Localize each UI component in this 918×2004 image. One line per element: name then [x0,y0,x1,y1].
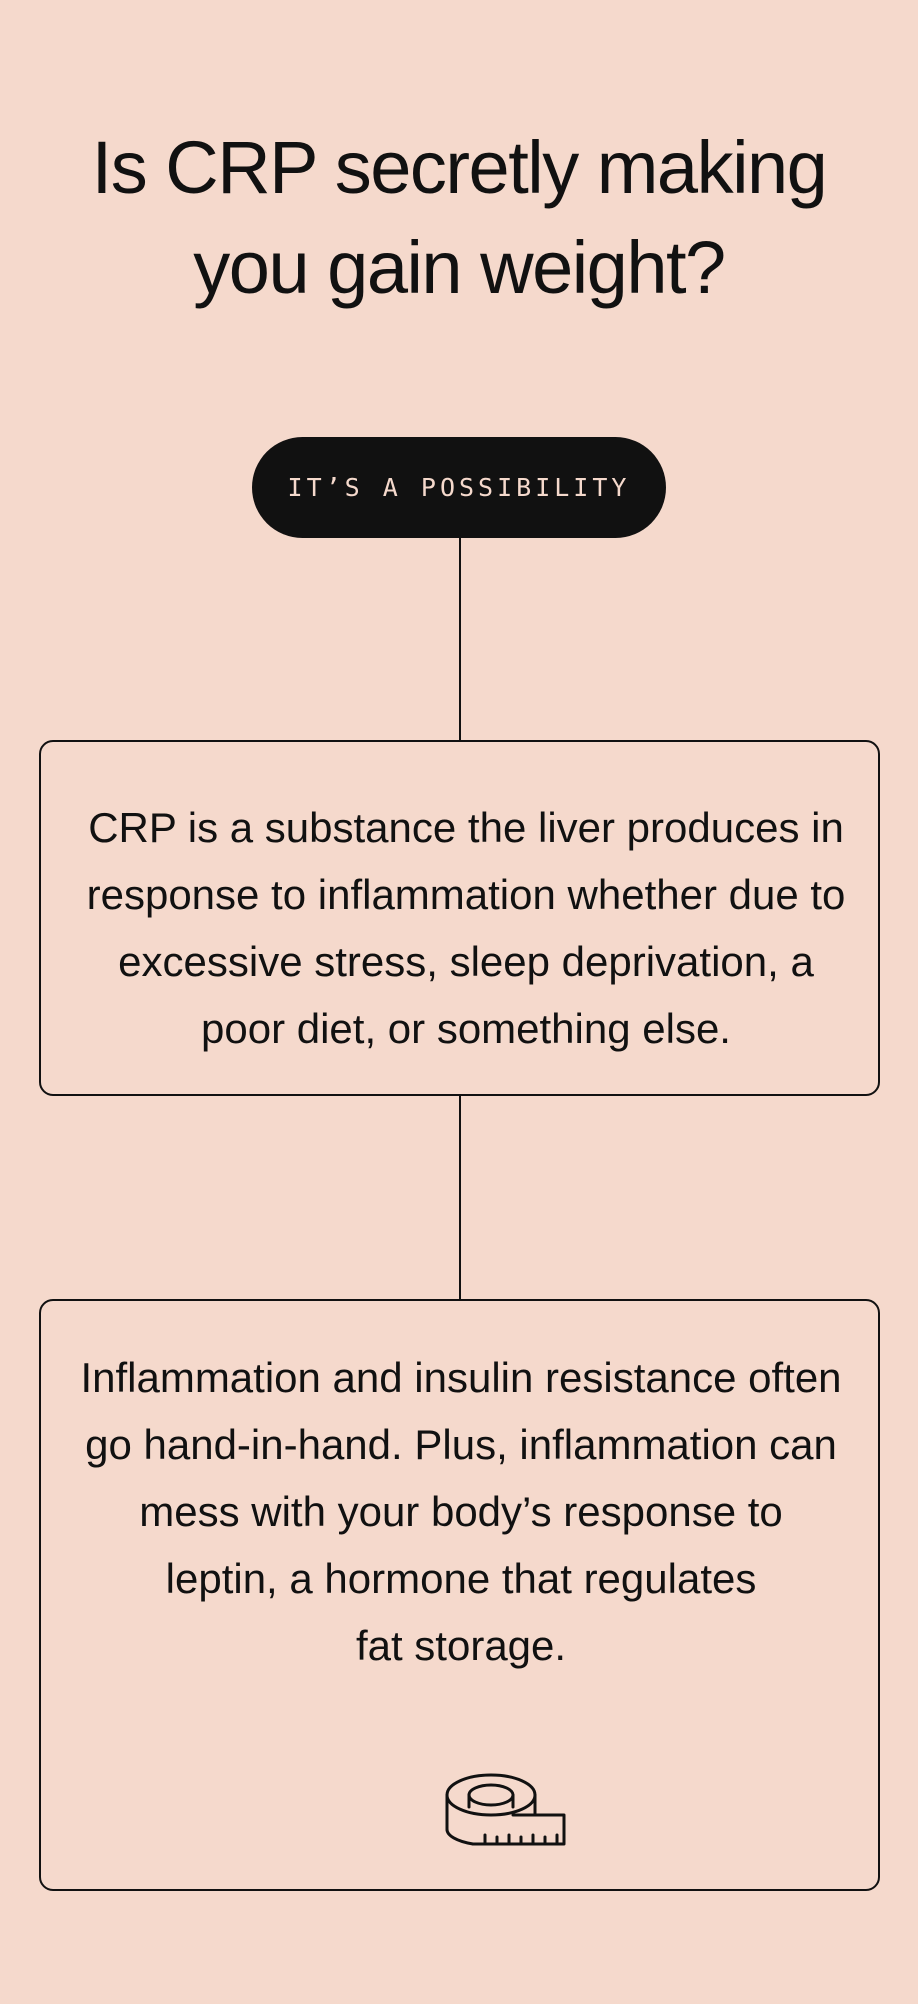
title-line-2: you gain weight? [193,226,726,309]
page-title: Is CRP secretly making you gain weight? [40,118,878,318]
card-crp-line-3: excessive stress, sleep deprivation, a [118,938,814,985]
card-inflammation-line-2: go hand-in-hand. Plus, inflammation can [85,1421,837,1468]
title-line-1: Is CRP secretly making [91,126,828,209]
card-inflammation-line-1: Inflammation and insulin resistance ofte… [80,1354,842,1401]
connector-line-bottom [459,1095,461,1300]
card-inflammation-text: Inflammation and insulin resistance ofte… [71,1344,851,1679]
info-card-crp: CRP is a substance the liver produces in… [39,740,880,1096]
info-card-inflammation: Inflammation and insulin resistance ofte… [39,1299,880,1891]
card-crp-line-4: poor diet, or something else. [201,1005,731,1052]
badge-label: IT’S A POSSIBILITY [287,473,631,502]
card-inflammation-line-3: mess with your body’s response to [139,1488,783,1535]
card-crp-line-1: CRP is a substance the liver produces in [88,804,844,851]
possibility-badge: IT’S A POSSIBILITY [252,437,666,538]
card-inflammation-line-4: leptin, a hormone that regulates [165,1555,757,1602]
measuring-tape-icon [445,1773,566,1846]
card-crp-text: CRP is a substance the liver produces in… [71,794,861,1062]
card-crp-line-2: response to inflammation whether due to [86,871,846,918]
card-inflammation-line-5: fat storage. [355,1622,567,1669]
connector-line-top [459,538,461,741]
